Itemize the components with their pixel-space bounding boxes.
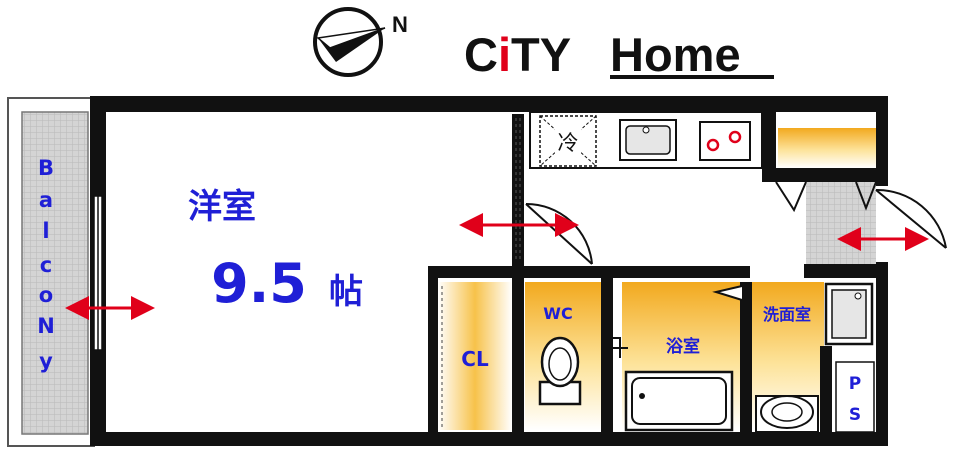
washroom-label: 洗面室 [763,305,811,324]
storage-fill [778,128,876,168]
north-label: N [392,12,408,37]
svg-text:N: N [37,314,55,338]
stove [699,121,751,161]
washroom: 洗面室 [755,282,874,433]
toilet: WC [538,304,582,406]
svg-text:P: P [849,374,861,394]
pipe-space: P S [835,361,875,433]
entrance-tile [806,182,876,264]
bath: 浴室 [612,336,734,432]
kitchen-counter: 冷 [529,111,763,169]
title-text: CiTY [464,28,571,81]
western-room-unit: 帖 [329,272,363,312]
svg-text:y: y [39,349,53,373]
fridge: 冷 [539,115,597,167]
fridge-label: 冷 [558,131,579,155]
svg-text:o: o [39,283,53,307]
svg-text:B: B [38,156,54,180]
svg-text:a: a [39,188,53,212]
svg-text:S: S [849,405,861,425]
kitchen-window [515,118,521,262]
title-i: i [498,28,511,81]
closet-fill [438,282,512,430]
title-underline [610,75,774,79]
closet: CL [441,286,489,428]
compass: N [313,7,408,77]
western-room-size: 9.5 [211,252,307,315]
title-ty: TY [511,28,571,81]
svg-text:l: l [42,219,49,243]
closet-label: CL [461,347,489,371]
balcony [7,97,95,447]
sink [619,119,677,161]
toilet-label: WC [543,304,572,323]
title-home: Home [610,28,741,81]
brand-title: CiTY Home [464,28,774,81]
passage-arrows [65,213,929,320]
balcony-label: B a l c o N y [37,156,55,373]
svg-text:c: c [40,253,52,277]
title-c: C [464,28,498,81]
balcony-window [93,195,103,351]
bath-label: 浴室 [666,336,700,357]
western-room-label: 洋室 [188,187,256,227]
